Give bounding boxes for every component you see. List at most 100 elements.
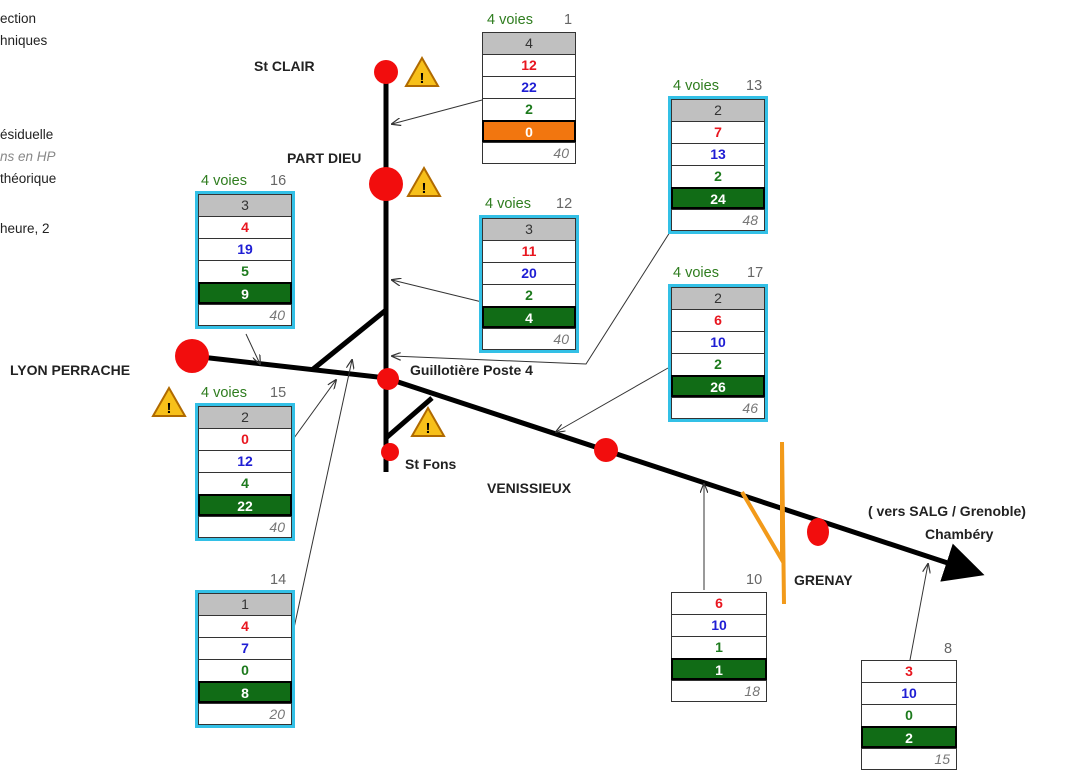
section-table: 4 12 22 2 0 40 (482, 32, 576, 164)
cell-capacity: 40 (198, 516, 292, 538)
cell-red: 4 (198, 216, 292, 238)
cell-residual: 4 (482, 306, 576, 328)
cell-blue: 10 (861, 682, 957, 704)
cell-blue: 10 (671, 614, 767, 636)
track-st-fons-branch (384, 396, 434, 440)
cell-red: 12 (482, 54, 576, 76)
cell-blue: 20 (482, 262, 576, 284)
cell-red: 6 (671, 309, 765, 331)
cell-green: 0 (198, 659, 292, 681)
section-number: 8 (944, 641, 953, 657)
pointer-line (909, 564, 928, 661)
section-table: 6 10 1 1 18 (671, 592, 767, 702)
cell-blue: 22 (482, 76, 576, 98)
cell-residual: 9 (198, 282, 292, 304)
cell-blue: 12 (198, 450, 292, 472)
section-number: 16 (270, 173, 287, 189)
cell-red: 0 (198, 428, 292, 450)
cell-tracks: 4 (482, 32, 576, 54)
section-number: 12 (556, 196, 573, 212)
cell-residual: 0 (482, 120, 576, 142)
grenay-detour-line (740, 441, 786, 605)
left-note: théorique (0, 171, 57, 186)
cell-capacity: 48 (671, 209, 765, 231)
svg-text:!: ! (167, 400, 172, 417)
left-note: ns en HP (0, 149, 56, 164)
section-table: 3 10 0 2 15 (861, 660, 957, 770)
cell-blue: 13 (671, 143, 765, 165)
section-number: 15 (270, 385, 287, 401)
node-venissieux (594, 438, 618, 462)
section-voies: 4 voies (201, 173, 247, 189)
warning-icon: ! (410, 405, 446, 437)
section-voies: 4 voies (487, 12, 533, 28)
node-lyon-perrache (175, 339, 209, 373)
section-voies: 4 voies (485, 196, 531, 212)
pointer-line (392, 99, 483, 124)
section-voies: 4 voies (673, 265, 719, 281)
cell-capacity: 40 (482, 142, 576, 164)
station-label-grenay: GRENAY (794, 572, 853, 588)
cell-green: 2 (671, 165, 765, 187)
pointer-line (556, 367, 669, 432)
svg-text:!: ! (422, 180, 427, 197)
section-table: 3 4 19 5 9 40 (195, 191, 295, 329)
cell-red: 11 (482, 240, 576, 262)
left-note: hniques (0, 33, 48, 48)
section-number: 13 (746, 78, 763, 94)
destination-label: Chambéry (925, 526, 994, 542)
svg-text:!: ! (420, 70, 425, 87)
cell-capacity: 15 (861, 748, 957, 770)
pointer-line (245, 333, 260, 364)
cell-blue: 7 (198, 637, 292, 659)
station-label-lyon-perrache: LYON PERRACHE (10, 362, 131, 378)
cell-green: 1 (671, 636, 767, 658)
section-table: 2 0 12 4 22 40 (195, 403, 295, 541)
pointer-line (392, 231, 671, 365)
cell-residual: 24 (671, 187, 765, 209)
cell-residual: 2 (861, 726, 957, 748)
station-label-st-fons: St Fons (405, 456, 457, 472)
station-label-venissieux: VENISSIEUX (487, 480, 572, 496)
cell-red: 4 (198, 615, 292, 637)
station-label-guillotiere: Guillotière Poste 4 (410, 362, 533, 378)
cell-red: 6 (671, 592, 767, 614)
pointer-line (392, 280, 483, 303)
cell-tracks: 1 (198, 593, 292, 615)
cell-green: 2 (482, 284, 576, 306)
station-label-st-clair: St CLAIR (254, 58, 315, 74)
cell-blue: 10 (671, 331, 765, 353)
section-number: 17 (747, 265, 764, 281)
cell-capacity: 46 (671, 397, 765, 419)
track-perrache-branch (310, 308, 388, 372)
cell-tracks: 2 (671, 287, 765, 309)
section-number: 14 (270, 572, 287, 588)
warning-icon: ! (404, 55, 440, 87)
cell-green: 0 (861, 704, 957, 726)
warning-icon: ! (406, 165, 442, 197)
section-table: 3 11 20 2 4 40 (479, 215, 579, 353)
left-note: ésiduelle (0, 127, 54, 142)
cell-red: 7 (671, 121, 765, 143)
left-note: ection (0, 11, 37, 26)
node-st-clair (374, 60, 398, 84)
cell-tracks: 3 (482, 218, 576, 240)
node-guillotiere (377, 368, 399, 390)
cell-tracks: 2 (671, 99, 765, 121)
track-grenoble (385, 375, 985, 582)
cell-residual: 22 (198, 494, 292, 516)
section-table: 1 4 7 0 8 20 (195, 590, 295, 728)
cell-green: 2 (671, 353, 765, 375)
cell-capacity: 40 (198, 304, 292, 326)
node-part-dieu (369, 167, 403, 201)
cell-blue: 19 (198, 238, 292, 260)
section-number: 1 (564, 12, 573, 28)
cell-red: 3 (861, 660, 957, 682)
cell-tracks: 2 (198, 406, 292, 428)
svg-text:!: ! (426, 420, 431, 437)
cell-residual: 1 (671, 658, 767, 680)
node-grenay (807, 518, 829, 546)
cell-residual: 8 (198, 681, 292, 703)
cell-capacity: 20 (198, 703, 292, 725)
